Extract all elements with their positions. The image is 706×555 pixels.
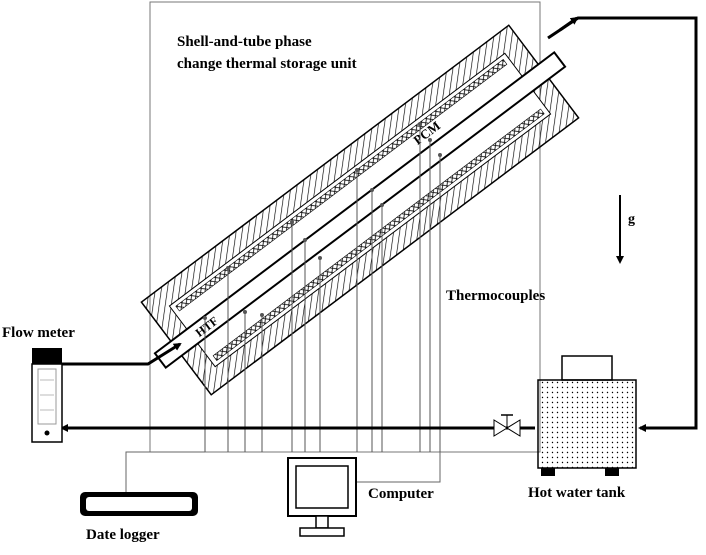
gravity-label: g [628, 212, 635, 227]
thermocouple-tip [355, 168, 359, 172]
thermocouple-tip [318, 256, 322, 260]
valve-icon [493, 414, 521, 437]
thermocouple-tip [380, 203, 384, 207]
computer-cable [355, 452, 441, 483]
data-logger-label: Date logger [86, 527, 160, 543]
hot-water-tank-label: Hot water tank [528, 485, 626, 501]
data-logger-icon [80, 492, 198, 516]
thermocouples-label: Thermocouples [446, 288, 545, 304]
htf-tube [153, 50, 567, 370]
thermocouple-tip [438, 153, 442, 157]
fin-mesh-top [175, 59, 508, 312]
inlet-pipe [62, 342, 182, 366]
computer-label: Computer [368, 486, 434, 502]
logger-cable [125, 451, 205, 492]
thermocouple-tip [243, 310, 247, 314]
thermocouple-tip [260, 313, 264, 317]
thermocouple-tip [370, 188, 374, 192]
unit-title-line2: change thermal storage unit [177, 56, 357, 72]
thermocouple-tip [428, 138, 432, 142]
storage-unit: PCM HTF [140, 24, 580, 396]
fin-mesh-bottom [212, 108, 545, 361]
outlet-arrow [559, 16, 579, 32]
flow-meter-label: Flow meter [2, 325, 75, 341]
thermocouple-tip [290, 220, 294, 224]
flow-meter-icon [31, 348, 63, 443]
support-frame [149, 1, 541, 453]
thermocouple-tip [226, 266, 230, 270]
thermocouple-tip [203, 316, 207, 320]
thermocouple-tip [418, 122, 422, 126]
thermocouple-tip [303, 238, 307, 242]
hot-water-tank-icon [537, 355, 637, 476]
unit-title-line1: Shell-and-tube phase [177, 34, 312, 50]
computer-icon [287, 457, 357, 537]
